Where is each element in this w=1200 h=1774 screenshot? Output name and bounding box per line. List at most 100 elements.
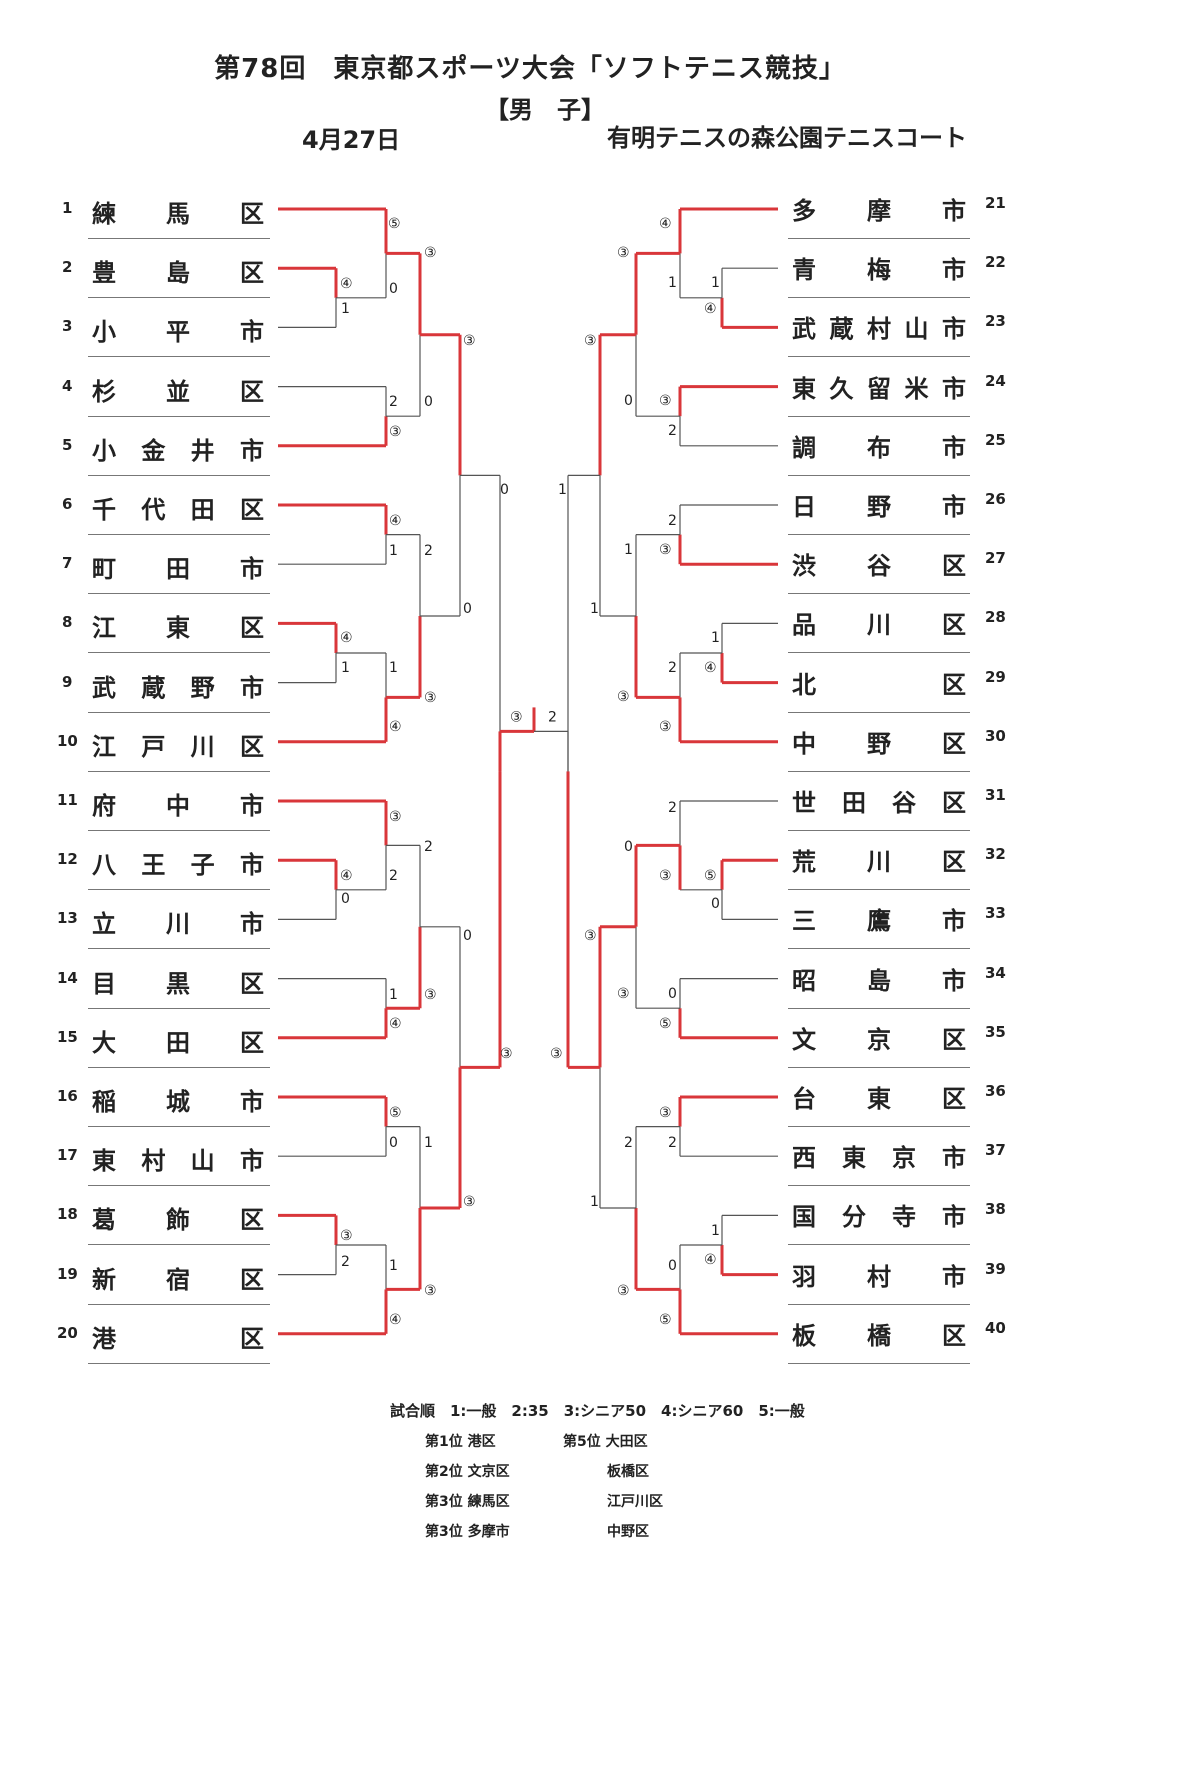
row-divider [788, 652, 970, 654]
team-number: 33 [985, 904, 1006, 923]
score-label: 1 [711, 630, 720, 646]
score-label: ③ [659, 719, 672, 735]
result-entry: 板橋区 [607, 1461, 649, 1481]
score-label: ⑤ [659, 1016, 672, 1032]
team-name: 羽村市 [792, 1262, 966, 1291]
score-label: 2 [341, 1254, 350, 1270]
score-label: ③ [389, 424, 402, 440]
score-label: 1 [341, 660, 350, 676]
score-label: ④ [340, 276, 353, 292]
page-title: 第78回 東京都スポーツ大会「ソフトテニス競技」 [214, 54, 846, 84]
team-number: 10 [57, 731, 78, 750]
team-number: 17 [57, 1146, 78, 1165]
team-number: 23 [985, 312, 1006, 331]
team-name: 葛飾区 [92, 1206, 264, 1235]
row-divider [788, 1007, 970, 1009]
score-label: ④ [340, 868, 353, 884]
score-label: 2 [668, 513, 677, 529]
team-name: 港区 [92, 1324, 264, 1353]
result-rank: 第3位 [425, 1524, 463, 1540]
score-label: 1 [558, 482, 567, 498]
score-label: 1 [711, 1223, 720, 1239]
score-label: 0 [500, 482, 509, 498]
row-divider [788, 1362, 970, 1364]
row-divider [88, 1126, 270, 1127]
team-number: 37 [985, 1141, 1006, 1160]
score-label: 1 [424, 1135, 433, 1151]
row-divider [88, 415, 270, 417]
result-entry: 第3位 練馬区 [425, 1491, 510, 1511]
result-entry: 第1位 港区 [425, 1431, 496, 1451]
result-rank: 第3位 [425, 1494, 463, 1510]
result-team: 板橋区 [607, 1464, 649, 1480]
score-label: 2 [424, 543, 433, 559]
row-divider [88, 534, 270, 535]
score-label: ③ [424, 245, 437, 261]
score-label: ④ [704, 301, 717, 317]
result-team: 多摩市 [462, 1524, 510, 1540]
score-label: 2 [624, 1135, 633, 1151]
team-number: 13 [57, 909, 78, 928]
row-divider [788, 1066, 970, 1068]
score-label: 2 [668, 660, 677, 676]
team-name: 青梅市 [792, 256, 966, 285]
team-name: 武蔵野市 [92, 673, 264, 702]
score-label: ③ [617, 245, 630, 261]
score-label: 2 [389, 394, 398, 410]
score-label: 1 [341, 301, 350, 317]
team-number: 6 [62, 495, 73, 513]
score-label: 1 [590, 601, 599, 617]
team-name: 西東京市 [792, 1144, 966, 1173]
score-label: 2 [548, 709, 557, 725]
result-team: 中野区 [607, 1524, 649, 1540]
score-label: ③ [510, 709, 523, 725]
team-name: 荒川区 [792, 848, 966, 877]
score-label: ⑤ [704, 868, 717, 884]
team-number: 28 [985, 608, 1006, 627]
score-label: ④ [340, 630, 353, 646]
score-label: 0 [463, 928, 472, 944]
team-name: 稲城市 [92, 1088, 264, 1116]
row-divider [88, 1244, 270, 1246]
result-rank: 第1位 [425, 1434, 463, 1450]
score-label: ③ [617, 986, 630, 1002]
team-number: 27 [985, 549, 1006, 568]
row-divider [788, 711, 970, 713]
team-number: 21 [985, 194, 1006, 212]
team-name: 目黒区 [92, 969, 264, 998]
team-number: 40 [985, 1318, 1006, 1337]
row-divider [788, 830, 970, 831]
team-number: 24 [985, 371, 1006, 390]
team-name: 中野区 [792, 729, 966, 758]
score-label: ④ [704, 660, 717, 676]
score-label: 1 [389, 1258, 398, 1274]
score-label: ④ [659, 216, 672, 232]
score-label: ③ [424, 1283, 437, 1299]
team-number: 11 [57, 791, 78, 809]
score-label: 0 [624, 839, 633, 855]
team-name: 台東区 [792, 1085, 966, 1113]
result-entry: 中野区 [607, 1521, 649, 1541]
result-team: 江戸川区 [607, 1494, 663, 1510]
team-name: 町田市 [92, 555, 264, 584]
venue-label: 有明テニスの森公園テニスコート [607, 124, 967, 152]
row-divider [788, 297, 970, 299]
team-name: 東久留米市 [792, 374, 966, 403]
team-number: 18 [57, 1205, 78, 1224]
score-label: ③ [659, 393, 672, 409]
team-number: 29 [985, 667, 1006, 686]
team-name: 昭島市 [792, 966, 966, 995]
score-label: ③ [659, 1105, 672, 1121]
score-label: 2 [668, 800, 677, 816]
score-label: ④ [704, 1252, 717, 1268]
team-name: 千代田区 [92, 496, 264, 524]
row-divider [788, 415, 970, 417]
score-label: ③ [500, 1046, 513, 1062]
row-divider [788, 948, 970, 950]
team-number: 5 [62, 435, 73, 454]
team-name: 文京区 [792, 1025, 966, 1054]
team-name: 江東区 [92, 614, 264, 643]
row-divider [788, 593, 970, 595]
team-number: 31 [985, 786, 1006, 804]
